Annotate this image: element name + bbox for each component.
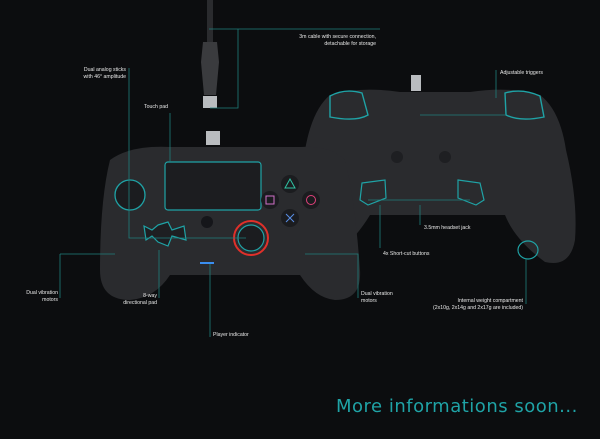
label-triggers: Adjustable triggers [500,70,543,76]
more-info-message: More informations soon... [336,396,578,417]
leader-lines [59,28,527,337]
label-analog-sticks: Dual analog sticks with 46° amplitude [83,67,126,80]
front-controller-icon [100,131,361,300]
label-dpad: 8-way directional pad [123,293,157,306]
label-cable: 3m cable with secure connection, detacha… [299,34,376,47]
cable-icon [201,0,219,108]
label-shortcut-buttons: 4x Short-cut buttons [383,251,430,257]
back-controller-icon [296,75,576,264]
label-player-indicator: Player indicator [213,332,249,338]
label-vibration-right: Dual vibration motors [361,291,393,304]
label-weight-compartment: Internal weight compartment (2x10g, 2x14… [433,298,523,311]
label-touch-pad: Touch pad [144,104,168,110]
label-headset-jack: 3.5mm headset jack [424,225,471,231]
label-vibration-left: Dual vibration motors [26,290,58,303]
